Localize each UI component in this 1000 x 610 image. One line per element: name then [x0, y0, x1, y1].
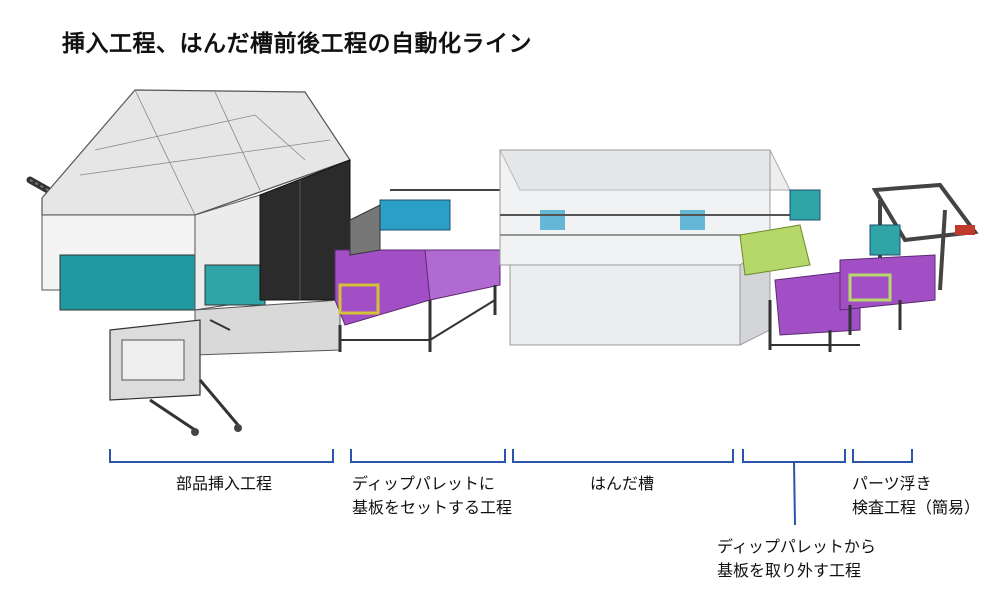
remove-board-station — [739, 189, 861, 352]
stage-label-solder-bath: はんだ槽 — [590, 474, 655, 493]
set-board-station — [334, 189, 501, 352]
inspection-station — [839, 182, 979, 335]
stage-label-set-board: ディップパレットに 基板をセットする工程 — [352, 474, 513, 517]
stage-label-inspection: パーツ浮き 検査工程（簡易） — [852, 474, 981, 517]
bracket-set-board — [350, 449, 506, 463]
bracket-solder-bath — [512, 449, 734, 463]
insertion-machine — [26, 89, 351, 436]
bracket-remove-board-leader — [793, 461, 796, 526]
bracket-part-insertion — [109, 449, 334, 463]
stage-label-remove-board: ディップパレットから 基板を取り外す工程 — [717, 537, 876, 580]
page-title: 挿入工程、はんだ槽前後工程の自動化ライン — [62, 31, 532, 57]
bracket-inspection — [852, 449, 913, 463]
stage-label-part-insertion: 部品挿入工程 — [176, 474, 273, 493]
bracket-remove-board — [742, 449, 846, 463]
stage-brackets — [109, 449, 913, 526]
solder-bath-unit — [499, 149, 791, 346]
